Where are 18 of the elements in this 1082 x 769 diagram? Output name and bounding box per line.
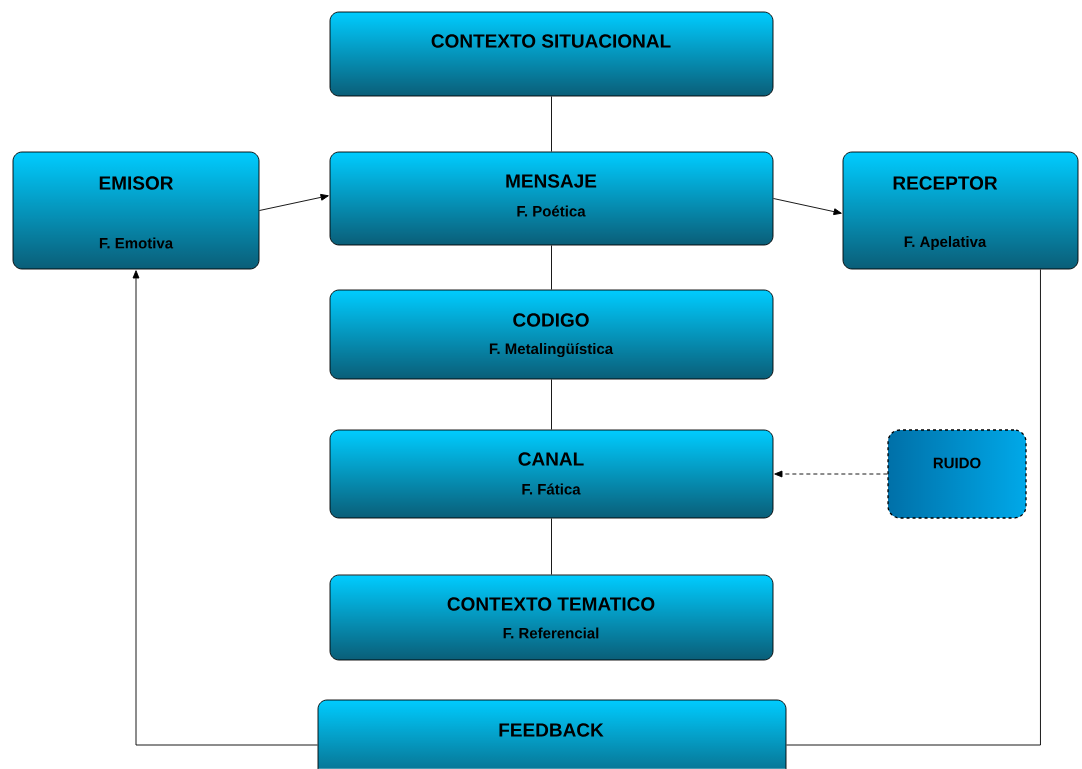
- connector-line: [786, 269, 1041, 746]
- connector-line: [551, 245, 552, 290]
- arrow: [132, 270, 318, 746]
- noise-box: RUIDO: [887, 429, 1027, 519]
- connector-line: [551, 379, 552, 430]
- arrow: [773, 198, 842, 216]
- connector-line: [551, 96, 552, 152]
- connector-line: [551, 518, 552, 575]
- process-box: CANAL F. Fática: [329, 429, 774, 519]
- process-box: MENSAJE F. Poética: [329, 151, 774, 246]
- process-box: CONTEXTO SITUACIONAL: [329, 11, 774, 97]
- process-box: CONTEXTO TEMATICO F. Referencial: [329, 574, 774, 661]
- process-box: FEEDBACK: [317, 699, 787, 769]
- arrow: [259, 193, 329, 211]
- process-box: RECEPTOR F. Apelativa: [842, 151, 1079, 270]
- arrow: [774, 470, 888, 478]
- process-box: EMISOR F. Emotiva: [12, 151, 260, 270]
- process-box: CODIGO F. Metalingüística: [329, 289, 774, 380]
